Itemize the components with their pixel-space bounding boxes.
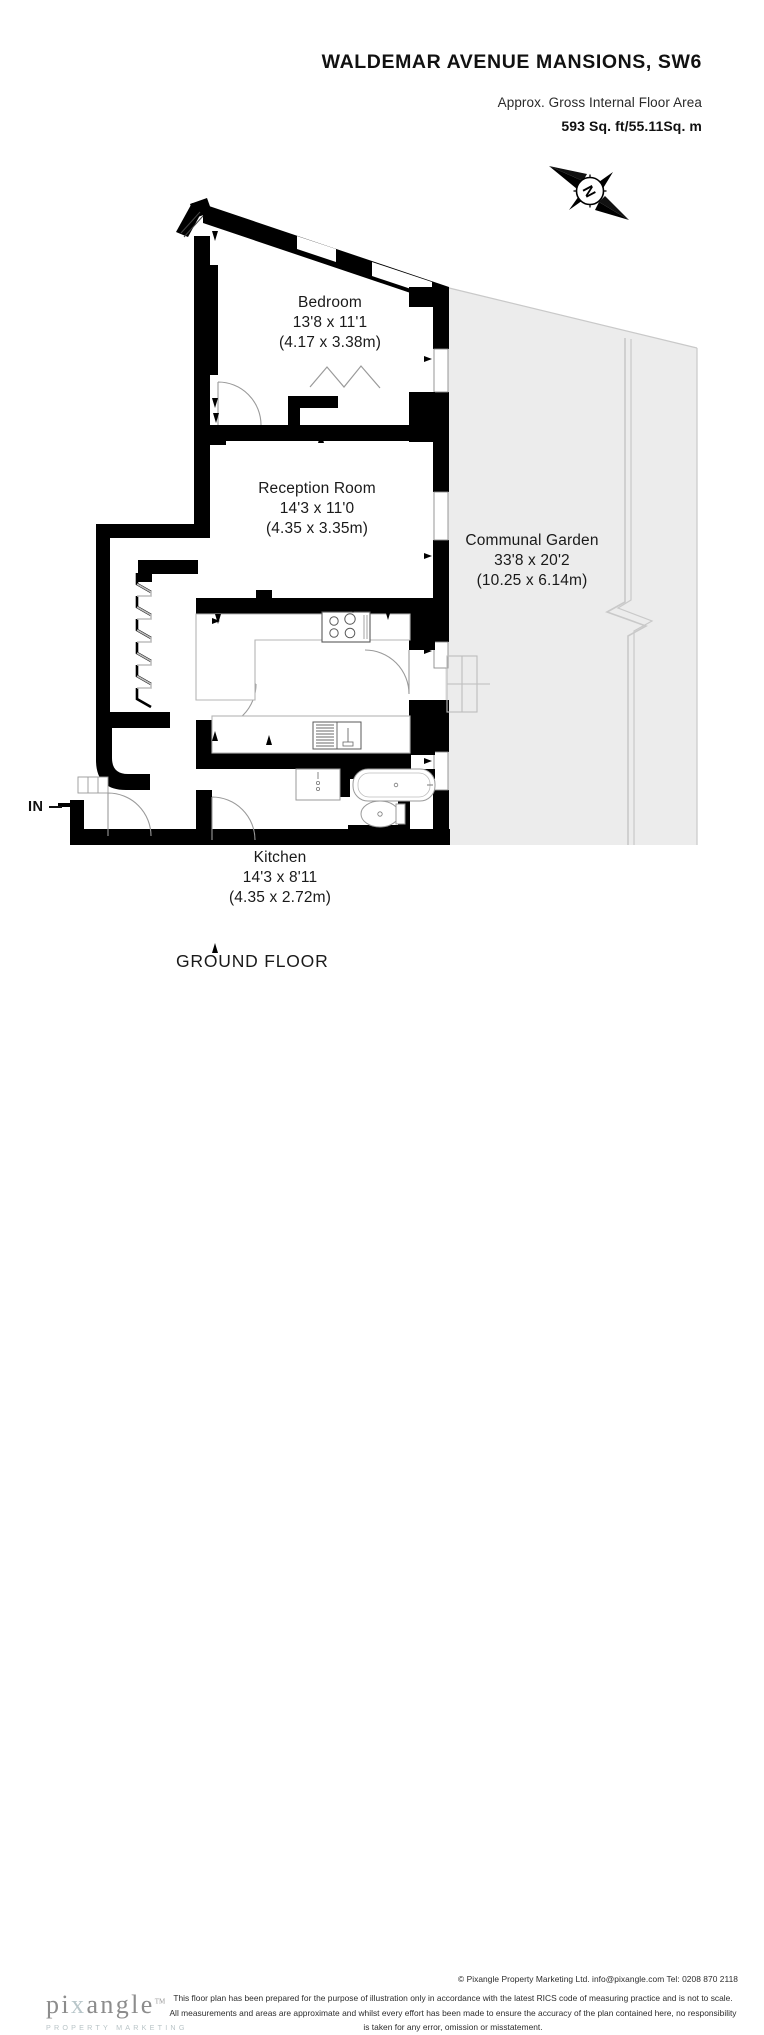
bathroom-fixtures xyxy=(295,768,436,828)
copyright-text: © Pixangle Property Marketing Ltd. info@… xyxy=(457,1974,738,1984)
logo-text-angle: angle xyxy=(86,1990,155,2019)
room-label-reception-room: Reception Room 14'3 x 11'0 (4.35 x 3.35m… xyxy=(167,479,467,539)
pixangle-logo: pixangleTM PROPERTY MARKETING xyxy=(46,1992,188,2033)
door-symbols xyxy=(107,381,410,841)
entrance-marker: IN xyxy=(28,799,62,815)
staircase-symbol xyxy=(135,573,152,709)
plan-header: WALDEMAR AVENUE MANSIONS, SW6 Approx. Gr… xyxy=(0,0,764,134)
floor-level-title: GROUND FLOOR xyxy=(176,951,329,971)
room-name-bedroom: Bedroom xyxy=(298,294,362,311)
compass-rose-icon: N xyxy=(543,152,635,228)
washbasin-icon xyxy=(295,768,341,801)
room-name-communal-garden: Communal Garden xyxy=(465,532,599,549)
room-label-communal-garden: Communal Garden 33'8 x 20'2 (10.25 x 6.1… xyxy=(382,531,682,591)
logo-wordmark: pixangleTM xyxy=(46,1992,178,2018)
room-dims-imperial-communal-garden: 33'8 x 20'2 xyxy=(494,552,570,570)
entrance-label: IN xyxy=(28,799,44,815)
toilet-icon xyxy=(360,800,406,828)
bedroom-furniture-symbol xyxy=(309,365,381,389)
page-title: WALDEMAR AVENUE MANSIONS, SW6 xyxy=(321,51,702,73)
hob-icon xyxy=(321,611,371,643)
room-dims-metric-reception-room: (4.35 x 3.35m) xyxy=(265,520,369,538)
entrance-arrow-icon xyxy=(48,805,62,809)
logo-text-pi: pi xyxy=(46,1990,72,2019)
room-dims-metric-kitchen: (4.35 x 2.72m) xyxy=(228,889,332,907)
room-name-reception-room: Reception Room xyxy=(258,480,376,497)
kitchen-fixtures xyxy=(195,611,411,754)
room-label-bedroom: Bedroom 13'8 x 11'1 (4.17 x 3.38m) xyxy=(180,293,480,353)
room-dims-imperial-bedroom: 13'8 x 11'1 xyxy=(292,314,368,332)
bathtub-icon xyxy=(352,768,436,802)
room-name-kitchen: Kitchen xyxy=(253,849,307,866)
sink-icon xyxy=(312,721,362,750)
room-dims-metric-communal-garden: (10.25 x 6.14m) xyxy=(476,572,588,590)
logo-trademark: TM xyxy=(154,1997,166,2006)
logo-subtitle: PROPERTY MARKETING xyxy=(46,2023,188,2032)
room-dims-metric-bedroom: (4.17 x 3.38m) xyxy=(278,334,382,352)
floor-area-label: Approx. Gross Internal Floor Area xyxy=(497,95,702,111)
room-dims-imperial-reception-room: 14'3 x 11'0 xyxy=(279,500,355,518)
room-label-kitchen: Kitchen 14'3 x 8'11 (4.35 x 2.72m) xyxy=(130,848,430,908)
floor-area-value: 593 Sq. ft/55.11Sq. m xyxy=(561,118,702,135)
disclaimer-text: This floor plan has been prepared for th… xyxy=(169,1993,737,2033)
page-footer: pixangleTM PROPERTY MARKETING © Pixangle… xyxy=(0,980,764,2032)
room-dims-imperial-kitchen: 14'3 x 8'11 xyxy=(242,869,318,887)
garden-gate-symbol xyxy=(446,655,490,713)
logo-text-x: x xyxy=(71,1990,87,2019)
